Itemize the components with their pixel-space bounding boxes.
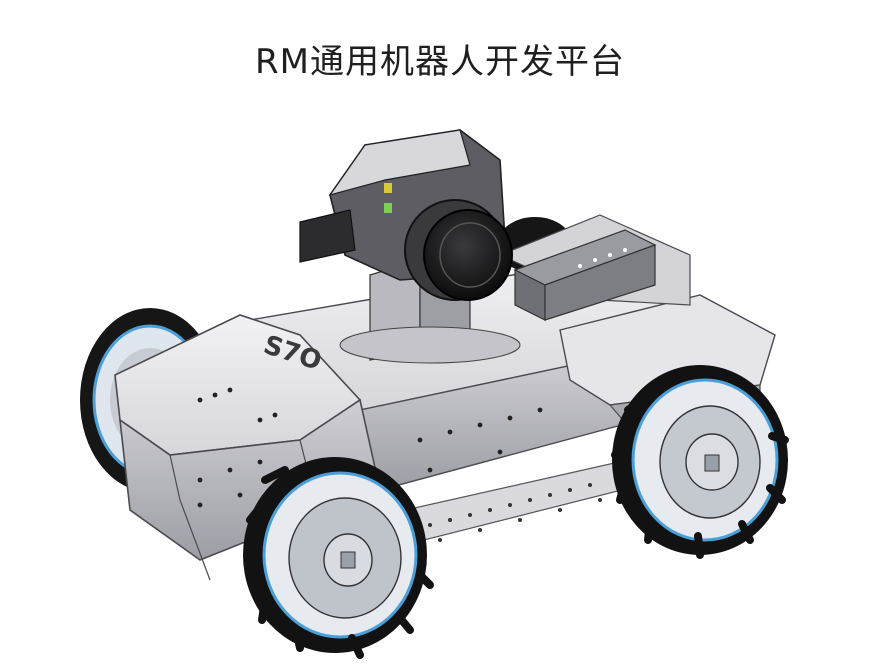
wheel-front-right <box>611 365 789 559</box>
wheel-front-left <box>243 457 434 659</box>
camera-lens-icon <box>404 199 513 301</box>
page-title: RM通用机器人开发平台 <box>255 42 625 82</box>
battery-module <box>513 229 657 321</box>
